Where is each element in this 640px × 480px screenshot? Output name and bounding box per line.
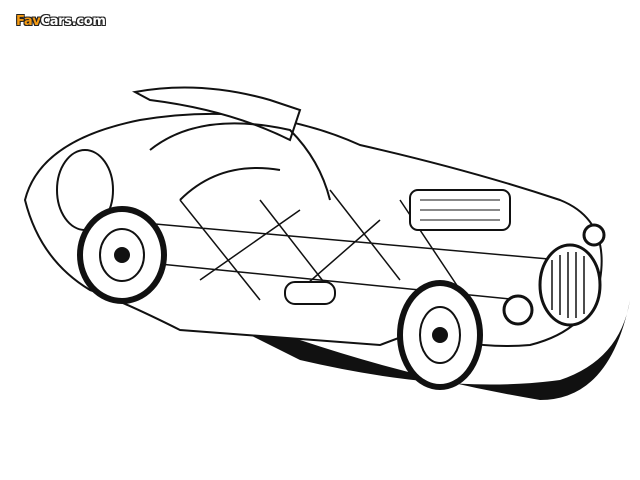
logo-part-fav: Fav bbox=[16, 14, 41, 29]
logo-part-cars: Cars.com bbox=[40, 14, 106, 29]
roof-frame bbox=[149, 122, 331, 201]
rear-wheel bbox=[77, 206, 167, 304]
ground-shadow bbox=[60, 240, 630, 400]
favcars-watermark-logo: FavCars.com bbox=[16, 14, 106, 29]
grille bbox=[538, 243, 602, 327]
space-frame bbox=[109, 189, 561, 301]
headlight bbox=[582, 223, 606, 247]
front-wheel bbox=[397, 280, 483, 390]
muffler bbox=[284, 281, 336, 305]
headlight bbox=[502, 294, 534, 326]
gullwing-door bbox=[132, 86, 302, 142]
